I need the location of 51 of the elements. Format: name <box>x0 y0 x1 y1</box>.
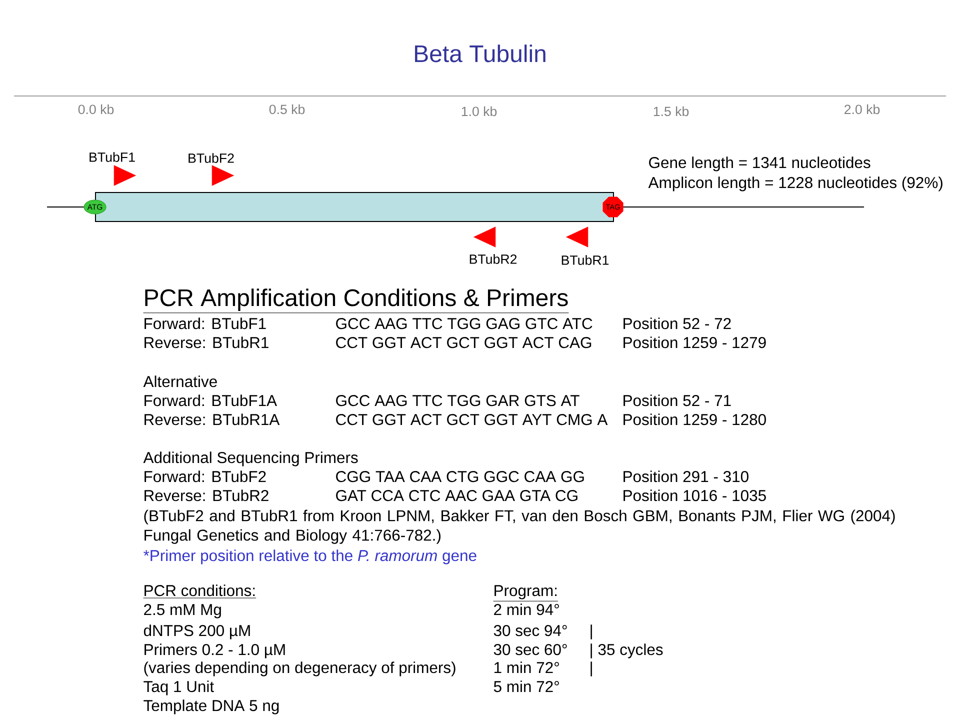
scale-label: 0.0 kb <box>78 104 114 114</box>
cycle-bracket: | <box>590 624 592 640</box>
position: Position 1259 - 1279 <box>624 336 766 348</box>
note: Amplicon length = 1228 nucleotides (92%) <box>648 176 942 192</box>
footnote: *Primer position relative to the P. ramorum gene <box>144 550 476 564</box>
program-step: 30 sec 60° <box>494 644 567 656</box>
primer-name: Forward: BTubF2 <box>144 470 266 482</box>
condition: (varies depending on degeneracy of primers) <box>144 662 456 676</box>
cycle-note: | 35 cycles <box>590 644 663 658</box>
position: Position 52 - 72 <box>624 318 731 330</box>
program-step: 30 sec 94° <box>494 625 567 636</box>
sequence: CCT GGT ACT GCT GGT ACT CAG <box>336 337 592 348</box>
column-heading: Program: <box>493 585 558 602</box>
primer-name: Reverse: BTubR1A <box>144 414 280 426</box>
primer-name: Forward: BTubF1A <box>144 394 278 406</box>
condition: Primers 0.2 - 1.0 µM <box>144 644 285 658</box>
program-step: 5 min 72° <box>494 680 559 692</box>
sequence: GCC AAG TTC TGG GAR GTS AT <box>336 395 580 406</box>
primer-label: BTubR1 <box>562 255 609 265</box>
primer-name: Forward: BTubF1 <box>144 318 266 330</box>
primer-name: Reverse: BTubR2 <box>144 490 268 502</box>
sequence: CCT GGT ACT GCT GGT AYT CMG A <box>336 414 608 426</box>
program-step: 2 min 94° <box>494 604 559 616</box>
condition: Template DNA 5 ng <box>144 700 279 714</box>
sequence: GAT CCA CTC AAC GAA GTA CG <box>336 490 578 502</box>
program-step: 1 min 72° <box>494 662 559 673</box>
citation: (BTubF2 and BTubR1 from Kroon LPNM, Bakker FT, van den Bosch GBM, Bonants PJM, Flier WG (2004) Fungal Genetics and Biology 41:766-782.) <box>144 510 895 544</box>
sequence: CGG TAA CAA CTG GGC CAA GG <box>336 471 584 482</box>
primer-label: BTubF1 <box>90 152 135 162</box>
scale-label: 0.5 kb <box>269 104 305 114</box>
scale-label: 1.0 kb <box>462 106 497 116</box>
position: Position 52 - 71 <box>624 394 731 406</box>
condition: dNTPS 200 µM <box>144 624 250 640</box>
primer-label: BTubF2 <box>188 153 234 163</box>
position: Position 1259 - 1280 <box>624 414 766 426</box>
section-heading: Additional Sequencing Primers <box>143 452 358 466</box>
scale-label: 2.0 kb <box>844 104 880 114</box>
scale-label: 1.5 kb <box>654 106 689 116</box>
primer-label: BTubR2 <box>470 254 517 264</box>
position: Position 291 - 310 <box>624 470 748 482</box>
primer-name: Reverse: BTubR1 <box>144 336 268 348</box>
sequence: GCC AAG TTC TGG GAG GTC ATC <box>336 318 592 330</box>
condition: 2.5 mM Mg <box>144 604 221 618</box>
condition: Taq 1 Unit <box>144 680 214 696</box>
title: Beta Tubulin <box>415 44 546 62</box>
column-heading: PCR conditions: <box>143 584 256 598</box>
note: Gene length = 1341 nucleotides <box>649 156 870 172</box>
heading: PCR Amplification Conditions & Primers <box>143 288 569 314</box>
position: Position 1016 - 1035 <box>624 490 766 502</box>
cycle-bracket: | <box>590 662 592 676</box>
section-heading: Alternative <box>143 376 217 388</box>
